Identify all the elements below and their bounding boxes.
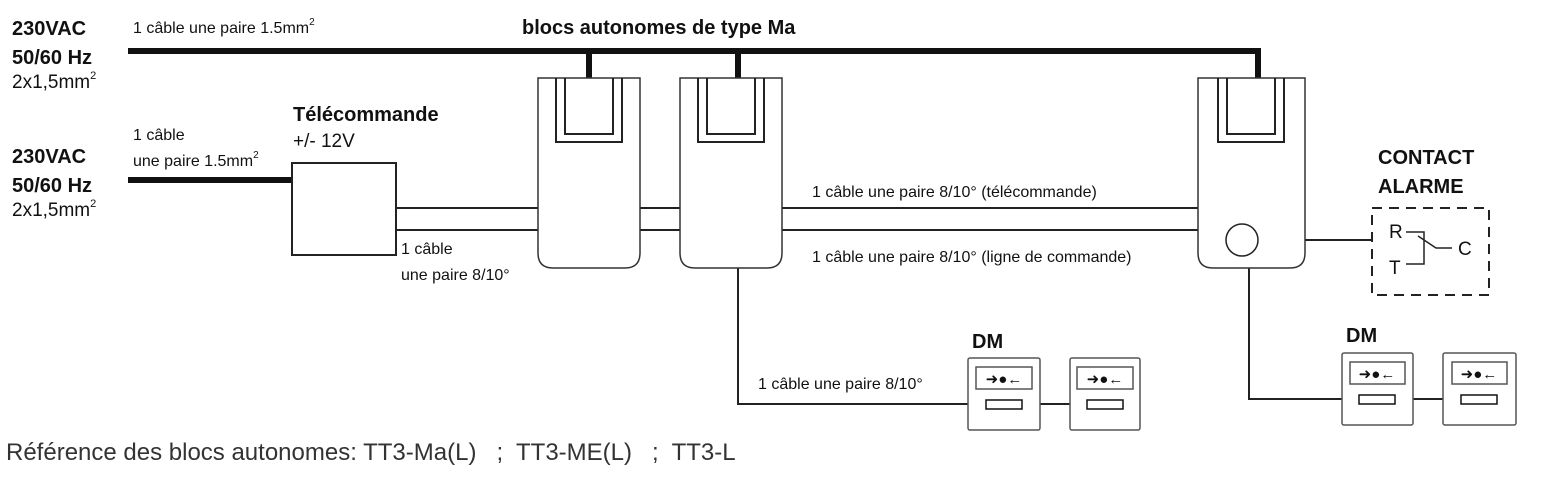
supply2-voltage: 230VAC	[12, 146, 86, 168]
dm-arrows-icon: ➜●←	[1087, 371, 1124, 388]
telecommande-cable-line2: une paire 8/10°	[401, 267, 510, 284]
contact-alarme	[1371, 207, 1490, 296]
supply1-section: 2x1,5mm2	[12, 70, 96, 93]
telecommande-box	[291, 162, 397, 256]
supply1-freq: 50/60 Hz	[12, 47, 92, 69]
contact-r: R	[1389, 222, 1403, 243]
block-1	[537, 77, 641, 269]
dm-cable-label: 1 câble une paire 8/10°	[758, 376, 923, 393]
dm-label-1: DM	[972, 331, 1003, 353]
telecommande-title: Télécommande	[293, 104, 439, 126]
dm-label-2: DM	[1346, 325, 1377, 347]
power-bus-top	[128, 48, 1261, 78]
supply2-section: 2x1,5mm2	[12, 198, 96, 221]
reference-text: Référence des blocs autonomes: TT3-Ma(L)…	[6, 439, 736, 466]
block-2	[679, 77, 783, 269]
line-telecommande-label: 1 câble une paire 8/10° (télécommande)	[812, 184, 1097, 201]
block-3	[1197, 77, 1306, 269]
contact-t: T	[1389, 258, 1401, 279]
supply2-freq: 50/60 Hz	[12, 175, 92, 197]
dm-3: ➜●←	[1341, 352, 1414, 426]
contact-title-line2: ALARME	[1378, 176, 1464, 198]
dm-4: ➜●←	[1442, 352, 1517, 426]
line-commande-label: 1 câble une paire 8/10° (ligne de comman…	[812, 249, 1131, 266]
diagram-title: blocs autonomes de type Ma	[522, 17, 796, 39]
control-lines	[396, 207, 1443, 405]
dm-arrows-icon: ➜●←	[986, 371, 1023, 388]
contact-title-line1: CONTACT	[1378, 147, 1474, 169]
dm-2: ➜●←	[1069, 357, 1141, 431]
alarm-output-icon	[1225, 223, 1259, 257]
supply1-cable: 1 câble une paire 1.5mm2	[133, 17, 315, 37]
dm-arrows-icon: ➜●←	[1359, 366, 1396, 383]
supply1-voltage: 230VAC	[12, 18, 86, 40]
telecommande-voltage: +/- 12V	[293, 131, 355, 152]
supply2-cable-line1: 1 câble	[133, 127, 185, 144]
dm-1: ➜●←	[967, 357, 1041, 431]
dm-arrows-icon: ➜●←	[1461, 366, 1498, 383]
contact-c: C	[1458, 239, 1472, 260]
telecommande-cable-line1: 1 câble	[401, 241, 453, 258]
supply2-cable-line2: une paire 1.5mm2	[133, 150, 259, 170]
